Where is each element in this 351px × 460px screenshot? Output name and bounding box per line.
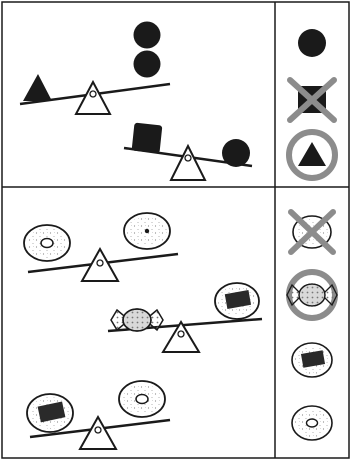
answer-choice-donut[interactable] — [292, 406, 332, 440]
answer-choice-square[interactable] — [290, 80, 334, 120]
fulcrum-pivot — [178, 331, 184, 337]
cookie-icon — [124, 213, 170, 249]
circle-icon — [298, 29, 326, 57]
fulcrum-pivot — [95, 427, 101, 433]
answer-choice-circle[interactable] — [298, 29, 326, 57]
fulcrum-pivot — [185, 155, 191, 161]
fulcrum-pivot — [97, 260, 103, 266]
scale-fulcrum — [171, 146, 205, 180]
triangle-icon — [298, 142, 326, 166]
bottom-scale-3 — [27, 381, 170, 449]
circle-icon — [134, 51, 161, 78]
top-scale-1 — [20, 22, 170, 115]
top-scale-2 — [124, 123, 252, 180]
square-icon — [132, 123, 163, 154]
top-answer-column — [289, 29, 335, 178]
donut-icon — [24, 225, 70, 261]
answer-choice-chocolate-donut[interactable] — [292, 343, 332, 377]
triangle-icon — [23, 74, 52, 101]
circle-icon — [134, 22, 161, 49]
wrapped-candy-icon — [287, 284, 337, 306]
wrapped-candy-icon — [111, 309, 163, 331]
circle-icon — [222, 139, 250, 167]
bottom-scale-1 — [24, 213, 178, 281]
top-scales-panel — [20, 22, 252, 181]
bottom-scales-panel — [24, 213, 262, 449]
chocolate-donut-icon — [215, 283, 259, 319]
answer-choice-triangle[interactable] — [289, 132, 335, 178]
donut-icon — [292, 406, 332, 440]
bottom-scale-2 — [108, 283, 262, 352]
answer-choice-cookie[interactable] — [291, 212, 333, 252]
chocolate-donut-icon — [292, 343, 332, 377]
chocolate-donut-icon — [27, 394, 73, 432]
donut-icon — [119, 381, 165, 417]
bottom-answer-column — [287, 212, 337, 440]
answer-choice-wrapped-candy[interactable] — [287, 272, 337, 318]
fulcrum-pivot — [90, 91, 96, 97]
scale-fulcrum — [76, 82, 110, 114]
